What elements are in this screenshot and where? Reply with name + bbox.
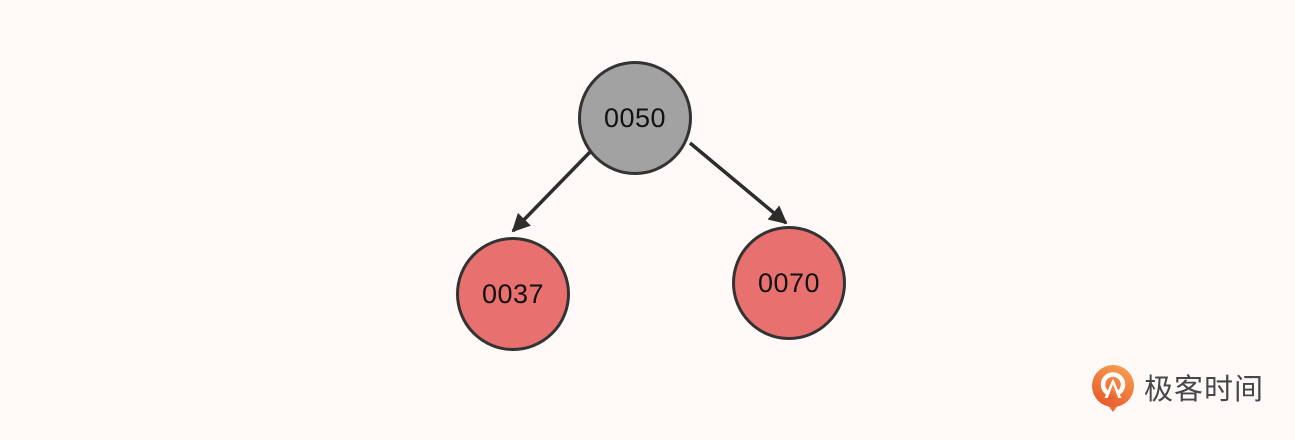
geektime-logo-icon — [1092, 365, 1134, 412]
tree-node-left-child: 0037 — [456, 237, 570, 351]
edge-root-to-left — [511, 149, 593, 233]
geektime-logo-text: 极客时间 — [1144, 373, 1265, 406]
tree-node-label: 0070 — [757, 267, 821, 298]
tree-node-root: 0050 — [578, 61, 692, 175]
edge-root-to-right — [688, 141, 788, 225]
tree-node-right-child: 0070 — [732, 226, 846, 340]
geektime-logo: 极客时间 — [1092, 365, 1264, 413]
tree-node-label: 0050 — [603, 102, 667, 133]
tree-node-label: 0037 — [481, 278, 545, 309]
